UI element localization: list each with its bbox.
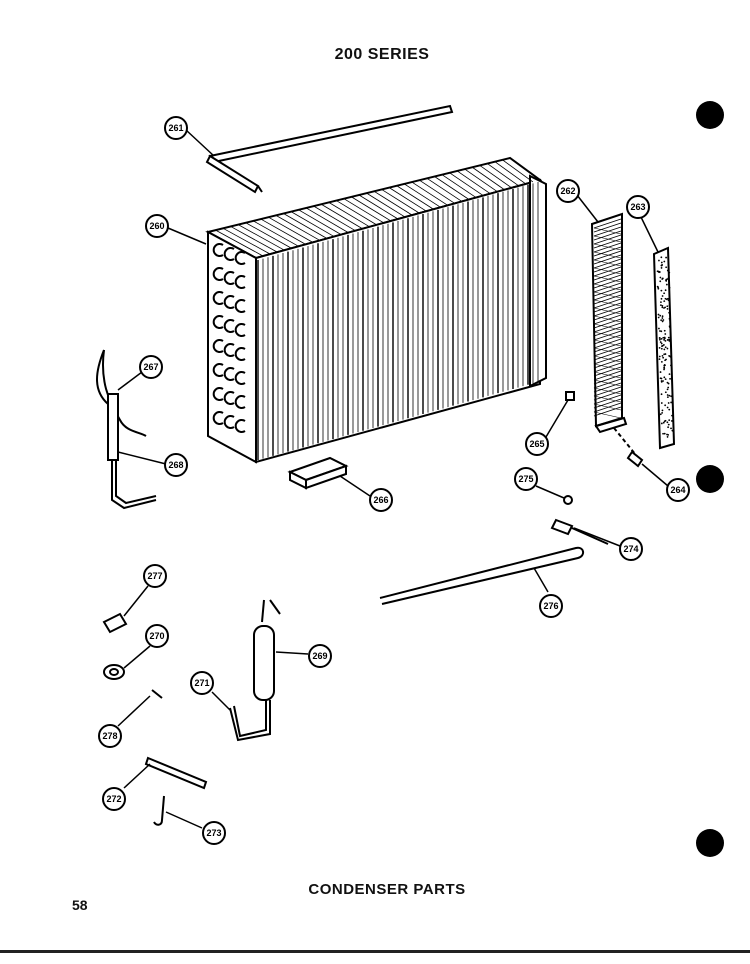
screw-264 [613, 427, 644, 468]
clip-265 [565, 391, 575, 401]
svg-text:271: 271 [194, 678, 209, 688]
accumulator-269 [229, 599, 281, 742]
svg-text:264: 264 [670, 485, 685, 495]
svg-text:267: 267 [143, 362, 158, 372]
section-title: CONDENSER PARTS [308, 881, 466, 898]
callout-275: 275 [514, 467, 538, 491]
foam-strip-263 [652, 246, 676, 450]
svg-text:274: 274 [623, 544, 638, 554]
grommet-270-hole [109, 668, 119, 676]
callout-273: 273 [202, 821, 226, 845]
svg-text:266: 266 [373, 495, 388, 505]
bracket-277 [102, 612, 128, 634]
svg-text:275: 275 [518, 474, 533, 484]
callout-274: 274 [619, 537, 643, 561]
svg-text:278: 278 [102, 731, 117, 741]
top-bracket-261 [205, 104, 454, 194]
binder-hole-middle [696, 465, 724, 493]
series-title: 200 SERIES [334, 46, 430, 63]
callout-264: 264 [666, 478, 690, 502]
nut-275 [563, 495, 573, 505]
svg-text:270: 270 [149, 631, 164, 641]
page-number: 58 [72, 897, 88, 913]
callout-263: 263 [626, 195, 650, 219]
svg-text:277: 277 [147, 571, 162, 581]
callout-272: 272 [102, 787, 126, 811]
scan-edge-rule [0, 950, 750, 953]
binder-hole-top [696, 101, 724, 129]
svg-text:265: 265 [529, 439, 544, 449]
callout-265: 265 [525, 432, 549, 456]
rod-272 [144, 756, 208, 790]
callout-266: 266 [369, 488, 393, 512]
callout-278: 278 [98, 724, 122, 748]
filter-262 [590, 212, 628, 434]
svg-text:276: 276 [543, 601, 558, 611]
callout-271: 271 [190, 671, 214, 695]
callout-260: 260 [145, 214, 169, 238]
callout-276: 276 [539, 594, 563, 618]
svg-text:260: 260 [149, 221, 164, 231]
svg-text:272: 272 [106, 794, 121, 804]
callout-267: 267 [139, 355, 163, 379]
callout-262: 262 [556, 179, 580, 203]
binder-hole-bottom [696, 829, 724, 857]
svg-text:263: 263 [630, 202, 645, 212]
block-266 [287, 456, 349, 490]
clamp-274 [550, 518, 609, 545]
callout-261: 261 [164, 116, 188, 140]
sensor-tube-267-268 [96, 349, 157, 510]
leader-lines [117, 129, 669, 829]
svg-text:268: 268 [168, 460, 183, 470]
svg-text:261: 261 [168, 123, 183, 133]
condenser-coil-260 [205, 156, 547, 464]
capillary-tube-276 [379, 546, 584, 605]
svg-text:269: 269 [312, 651, 327, 661]
screw-278 [151, 689, 163, 699]
callout-277: 277 [143, 564, 167, 588]
callout-268: 268 [164, 453, 188, 477]
svg-text:273: 273 [206, 828, 221, 838]
callout-270: 270 [145, 624, 169, 648]
svg-text:262: 262 [560, 186, 575, 196]
callout-269: 269 [308, 644, 332, 668]
hook-273 [153, 795, 165, 826]
